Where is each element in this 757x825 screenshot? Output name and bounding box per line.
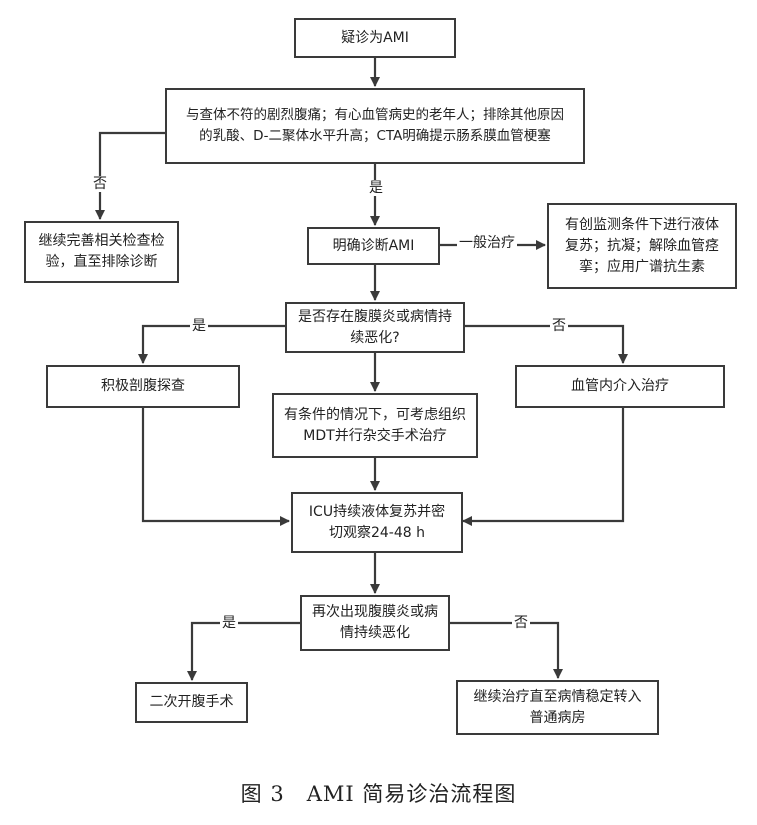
general-treatment-line-3: 挛；应用广谱抗生素: [579, 258, 705, 275]
edge-label-no-recurrence: 否: [512, 615, 530, 631]
recurrence-line-2: 情持续恶化: [340, 625, 410, 641]
peritonitis-line-2: 续恶化?: [350, 329, 400, 346]
hybrid-line-1: 有条件的情况下，可考虑组织: [284, 406, 466, 423]
hybrid-line-2: MDT并行杂交手术治疗: [303, 427, 447, 444]
continue-exam-line-2: 验，直至排除诊断: [45, 254, 158, 270]
node-laparotomy: 积极剖腹探查: [46, 365, 240, 408]
arrow-endovascular-to-icu: [462, 408, 625, 526]
peritonitis-line-1: 是否存在腹膜炎或病情持: [298, 308, 452, 325]
node-confirmed-ami-text: 明确诊断AMI: [332, 237, 415, 254]
node-second-laparotomy: 二次开腹手术: [135, 682, 248, 723]
node-continue-exam: 继续完善相关检查检 验，直至排除诊断: [24, 221, 179, 283]
node-suspect-ami-text: 疑诊为AMI: [341, 29, 409, 46]
edge-label-yes-criteria: 是: [367, 180, 385, 196]
recurrence-line-1: 再次出现腹膜炎或病: [312, 604, 438, 620]
node-endovascular: 血管内介入治疗: [515, 365, 725, 408]
node-second-laparotomy-text: 二次开腹手术: [149, 694, 234, 710]
arrow-recur-to-ward: [450, 621, 563, 679]
criteria-line-2: 的乳酸、D-二聚体水平升高；CTA明确提示肠系膜血管梗塞: [199, 128, 551, 144]
criteria-line-1: 与查体不符的剧烈腹痛；有心血管病史的老年人；排除其他原因: [186, 107, 564, 123]
continue-exam-line-1: 继续完善相关检查检: [38, 233, 165, 249]
arrow-criteria-to-continue-exam: [95, 131, 165, 220]
edge-label-yes-peritonitis: 是: [190, 318, 208, 334]
node-recurrence-question: 再次出现腹膜炎或病 情持续恶化: [300, 595, 450, 651]
node-confirmed-ami: 明确诊断AMI: [307, 227, 440, 265]
node-hybrid-surgery: 有条件的情况下，可考虑组织 MDT并行杂交手术治疗: [272, 393, 478, 458]
edge-label-no-criteria: 否: [91, 176, 109, 192]
ward-line-1: 继续治疗直至病情稳定转入: [473, 688, 642, 705]
general-treatment-line-1: 有创监测条件下进行液体: [565, 216, 719, 233]
figure-caption: 图 3 AMI 简易诊治流程图: [240, 782, 517, 806]
node-transfer-ward: 继续治疗直至病情稳定转入 普通病房: [456, 680, 659, 735]
ward-line-2: 普通病房: [529, 709, 586, 726]
arrow-laparotomy-to-icu: [141, 408, 290, 526]
node-diagnostic-criteria: 与查体不符的剧烈腹痛；有心血管病史的老年人；排除其他原因 的乳酸、D-二聚体水平…: [165, 88, 585, 164]
edge-label-no-peritonitis: 否: [550, 318, 568, 334]
edge-label-yes-recurrence: 是: [220, 615, 238, 631]
node-general-treatment: 有创监测条件下进行液体 复苏；抗凝；解除血管痉 挛；应用广谱抗生素: [547, 203, 737, 289]
edge-label-general-treatment: 一般治疗: [457, 235, 517, 251]
node-peritonitis-question: 是否存在腹膜炎或病情持 续恶化?: [285, 302, 465, 353]
arrow-recur-to-second-op: [187, 621, 300, 681]
node-icu-observation: ICU持续液体复苏并密 切观察24-48 h: [291, 492, 463, 553]
arrow-peritonitis-to-endovascular: [465, 324, 628, 364]
icu-line-2: 切观察24-48 h: [328, 524, 425, 541]
node-laparotomy-text: 积极剖腹探查: [101, 378, 185, 394]
arrow-peritonitis-to-laparotomy: [138, 324, 285, 364]
node-endovascular-text: 血管内介入治疗: [571, 378, 669, 394]
icu-line-1: ICU持续液体复苏并密: [308, 503, 446, 520]
general-treatment-line-2: 复苏；抗凝；解除血管痉: [565, 237, 719, 254]
node-suspect-ami: 疑诊为AMI: [294, 18, 456, 58]
